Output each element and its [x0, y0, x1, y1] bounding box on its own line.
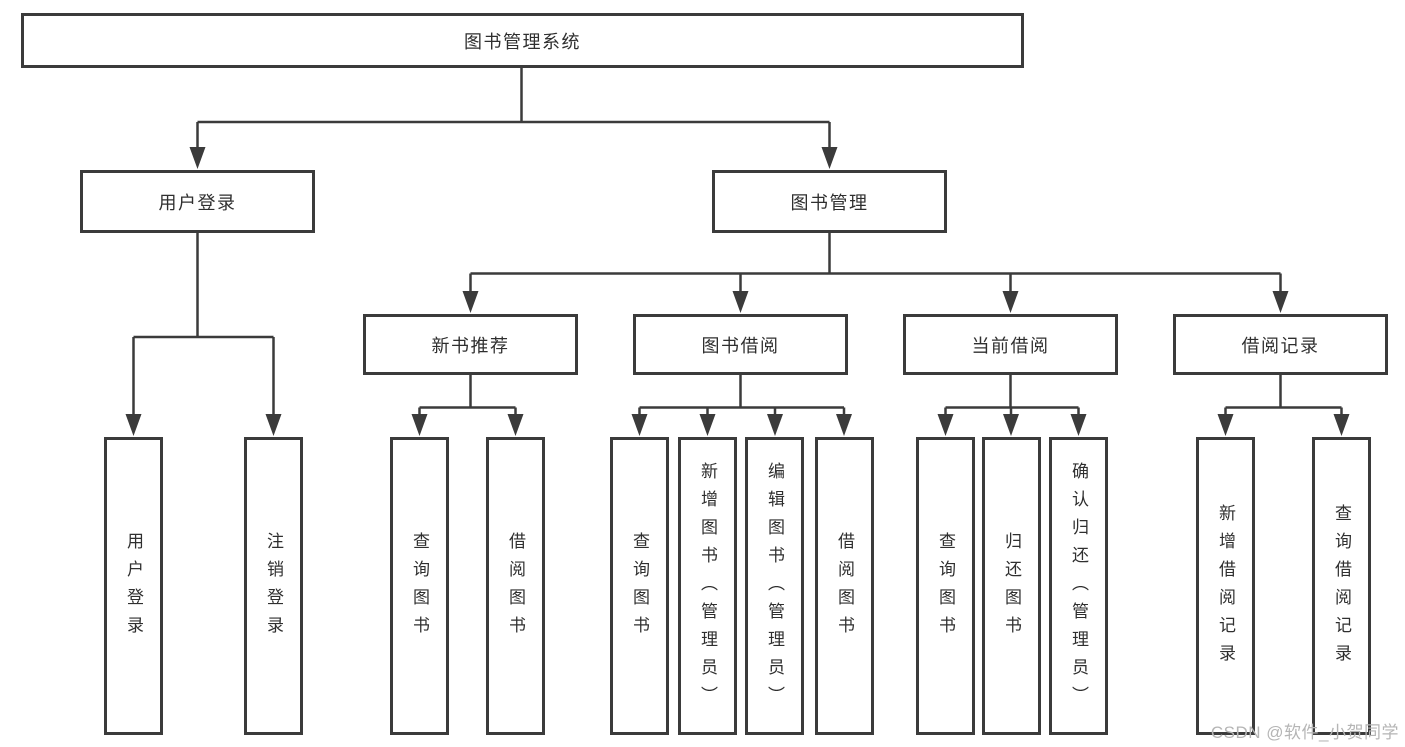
leaf-edit-books-admin: 编辑图书（管理员）: [745, 437, 804, 735]
leaf-borrow-books-newrec: 借阅图书: [486, 437, 545, 735]
arrowheads: [125, 147, 1350, 436]
leaf-query-borrow-record: 查询借阅记录: [1312, 437, 1371, 735]
leaf-query-books-current: 查询图书: [916, 437, 975, 735]
leaf-query-books-borrow: 查询图书: [610, 437, 669, 735]
node-book-borrowing: 图书借阅: [633, 314, 848, 375]
node-book-management-system: 图书管理系统: [21, 13, 1024, 68]
leaf-logout-login: 注销登录: [244, 437, 303, 735]
leaf-user-login: 用户登录: [104, 437, 163, 735]
leaf-add-books-admin: 新增图书（管理员）: [678, 437, 737, 735]
node-user-login: 用户登录: [80, 170, 315, 233]
leaf-confirm-return-admin: 确认归还（管理员）: [1049, 437, 1108, 735]
leaf-query-books-newrec: 查询图书: [390, 437, 449, 735]
leaf-return-books: 归还图书: [982, 437, 1041, 735]
node-new-book-recommend: 新书推荐: [363, 314, 578, 375]
node-book-management: 图书管理: [712, 170, 947, 233]
node-borrowing-records: 借阅记录: [1173, 314, 1388, 375]
node-current-borrowing: 当前借阅: [903, 314, 1118, 375]
leaf-add-borrow-record: 新增借阅记录: [1196, 437, 1255, 735]
csdn-watermark: CSDN @软件_小贺同学: [1210, 723, 1399, 742]
leaf-borrow-books-borrow: 借阅图书: [815, 437, 874, 735]
